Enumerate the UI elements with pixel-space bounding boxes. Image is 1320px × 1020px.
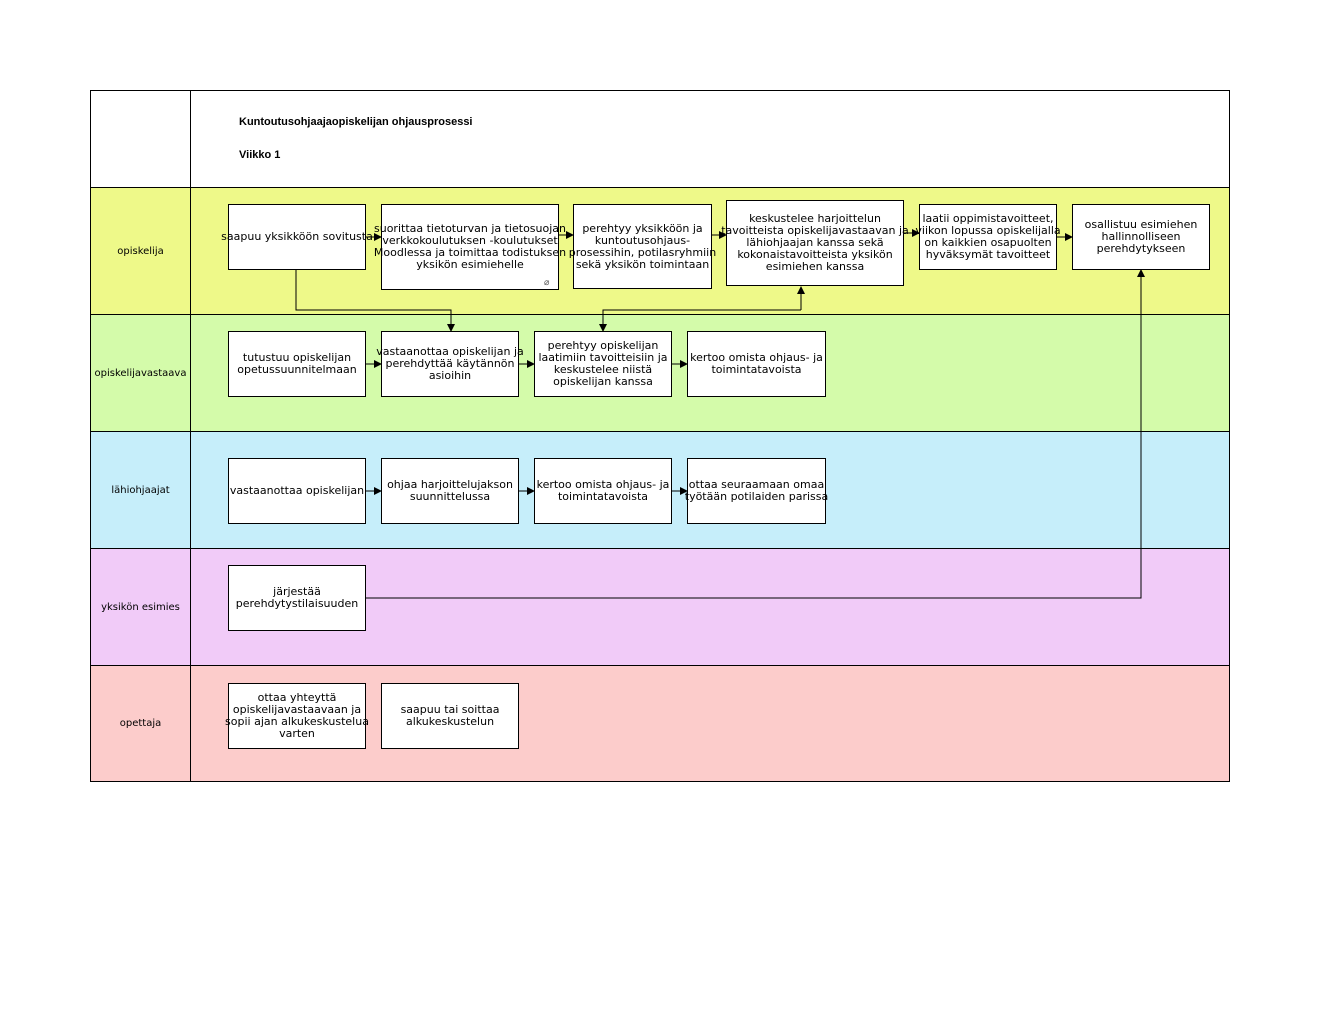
process-box-l4: ottaa seuraamaan omaa työtään potilaiden… [685,458,828,524]
process-text-o6: osallistuu esimiehen hallinnolliseen per… [1084,218,1198,255]
process-text-l1: vastaanottaa opiskelijan [229,484,365,497]
process-box-o2: suorittaa tietoturvan ja tietosuojan ver… [374,204,566,290]
diagram-header: Kuntoutusohjaajaopiskelijan ohjausproses… [91,91,1229,187]
process-box-v1: tutustuu opiskelijan opetussuunnitelmaan [228,331,366,397]
process-box-o1: saapuu yksikköön sovitusta [221,204,373,270]
process-box-o3: perehtyy yksikköön ja kuntoutusohjaus-pr… [569,204,716,289]
process-text-o1: saapuu yksikköön sovitusta [221,230,373,243]
process-box-l1: vastaanottaa opiskelijan [228,458,366,524]
process-text-e1: järjestää perehdytystilaisuuden [235,585,359,610]
process-text-v4: kertoo omista ohjaus- ja toimintatavoist… [690,351,823,376]
lane-label-lahiohjaajat: lähiohjaajat [91,432,191,548]
process-text-o5: laatii oppimistavoitteet, viikon lopussa… [915,212,1061,261]
process-box-l2: ohjaa harjoittelujakson suunnittelussa [381,458,519,524]
process-box-o6: osallistuu esimiehen hallinnolliseen per… [1072,204,1210,270]
process-text-t1: ottaa yhteyttä opiskelijavastaavaan ja s… [225,691,369,740]
process-text-o2: suorittaa tietoturvan ja tietosuojan ver… [373,222,567,271]
process-box-o5: laatii oppimistavoitteet, viikon lopussa… [915,204,1061,270]
process-text-t2: saapuu tai soittaa alkukeskustelun [400,703,500,728]
process-text-v3: perehtyy opiskelijan laatimiin tavoittei… [538,339,668,388]
lane-label-opiskelijavastaava: opiskelijavastaava [91,315,191,431]
process-box-o4: keskustelee harjoittelun tavoitteista op… [721,200,909,286]
process-text-o3: perehtyy yksikköön ja kuntoutusohjaus-pr… [568,221,717,271]
process-box-l3: kertoo omista ohjaus- ja toimintatavoist… [534,458,672,524]
process-box-v4: kertoo omista ohjaus- ja toimintatavoist… [687,331,826,397]
lane-label-opettaja: opettaja [91,666,191,781]
swimlane-diagram: Kuntoutusohjaajaopiskelijan ohjausproses… [90,90,1230,782]
process-box-e1: järjestää perehdytystilaisuuden [228,565,366,631]
lane-label-yksikon-esimies: yksikön esimies [91,549,191,665]
lane-label-opiskelija: opiskelija [91,188,191,314]
process-box-t2: saapuu tai soittaa alkukeskustelun [381,683,519,749]
link-icon: ⌀ [544,278,550,288]
header-corner [91,91,191,187]
process-text-v2: vastaanottaa opiskelijan ja perehdyttää … [376,345,524,382]
process-text-l4: ottaa seuraamaan omaa työtään potilaiden… [684,478,829,503]
diagram-week: Viikko 1 [239,149,281,161]
diagram-title: Kuntoutusohjaajaopiskelijan ohjausproses… [239,116,473,128]
process-box-v3: perehtyy opiskelijan laatimiin tavoittei… [534,331,672,397]
process-text-l3: kertoo omista ohjaus- ja toimintatavoist… [536,478,670,503]
process-text-v1: tutustuu opiskelijan opetussuunnitelmaan [237,351,357,376]
process-text-l2: ohjaa harjoittelujakson suunnittelussa [387,478,513,503]
process-box-t1: ottaa yhteyttä opiskelijavastaavaan ja s… [225,683,369,749]
process-text-o4: keskustelee harjoittelun tavoitteista op… [721,212,909,273]
process-box-v2: vastaanottaa opiskelijan ja perehdyttää … [376,331,524,397]
